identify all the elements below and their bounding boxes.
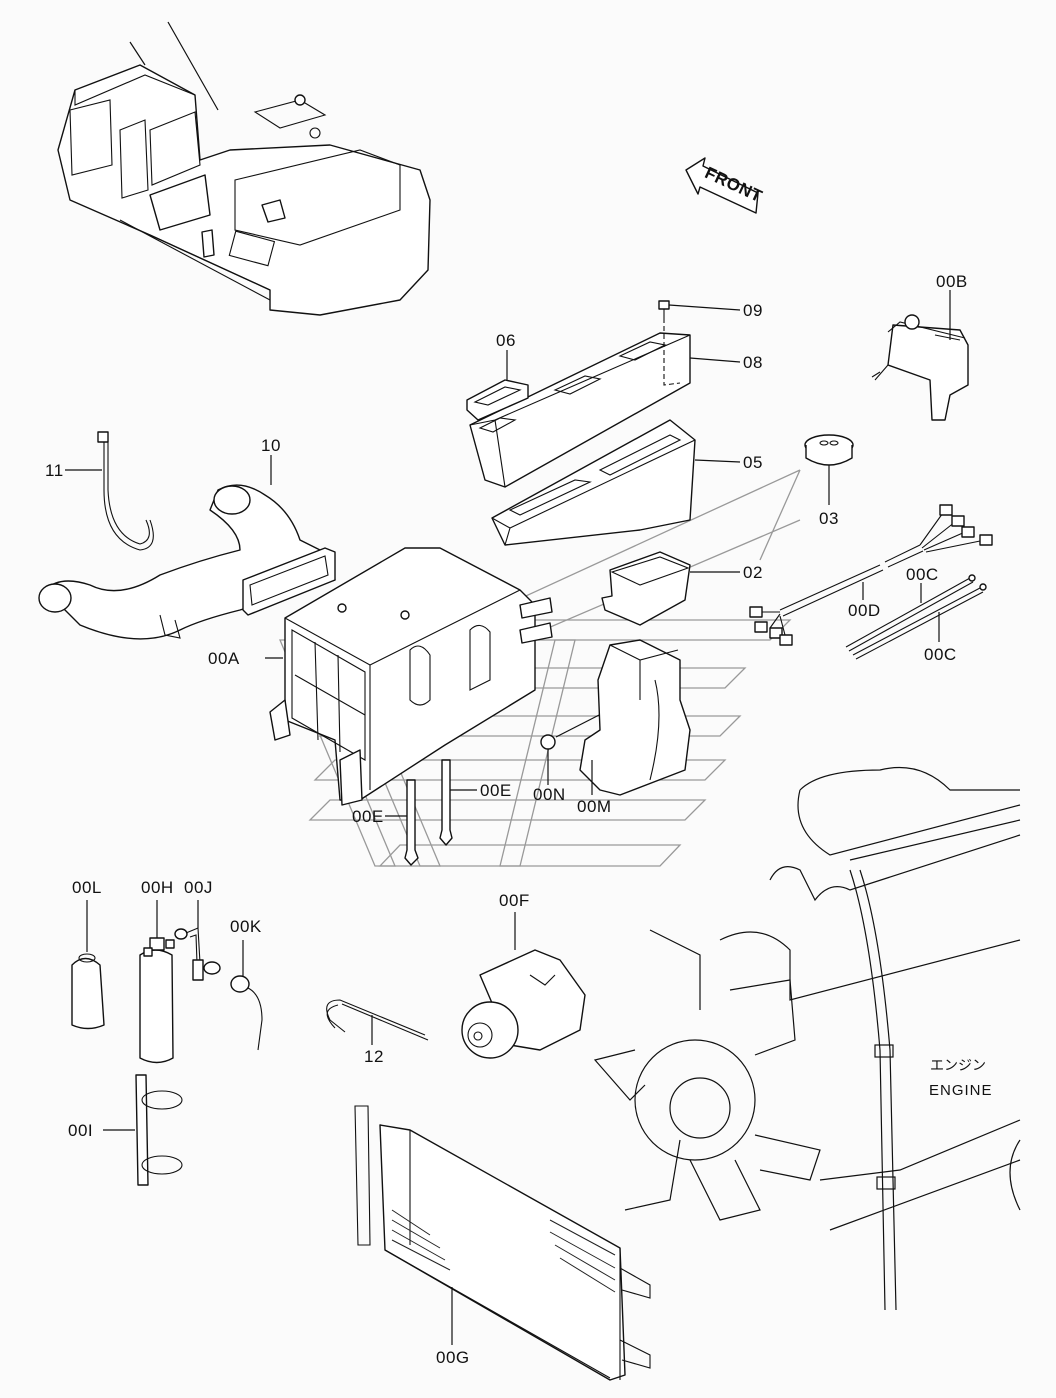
part-00A-ac-unit: 00A xyxy=(208,547,553,806)
part-02-duct-box: 02 xyxy=(601,551,763,626)
part-12-cable-tie: 12 xyxy=(326,999,429,1066)
part-06-upper-cover: 08 xyxy=(469,318,763,488)
label-00N: 00N xyxy=(533,785,566,804)
label-12: 12 xyxy=(364,1047,384,1066)
part-00K-pressure-switch: 00K xyxy=(230,917,263,1051)
label-00A: 00A xyxy=(208,649,240,668)
engine-label-jp: エンジン xyxy=(930,1058,986,1074)
part-00N-nut: 00N xyxy=(533,711,606,804)
part-00L-refrigerant-can: 00L xyxy=(71,878,105,1030)
label-00C-1: 00C xyxy=(906,565,939,584)
part-05-lower-cover: 05 xyxy=(491,419,763,546)
part-00I-bracket: 00I xyxy=(68,1074,183,1186)
label-09: 09 xyxy=(743,301,763,320)
part-10-duct-hose: 10 xyxy=(38,436,336,640)
label-10: 10 xyxy=(261,436,281,455)
part-08-louver: 06 xyxy=(466,331,529,421)
part-00E-drain-hoses: 00E 00E xyxy=(352,759,512,866)
label-00E-2: 00E xyxy=(352,807,384,826)
part-00D-wire-harness: 00D xyxy=(749,504,993,646)
part-00J-pipe-fitting: 00J xyxy=(174,878,221,981)
part-11-cable-tie: 11 xyxy=(45,431,154,551)
part-00F-compressor: 00F xyxy=(461,891,586,1059)
label-05: 05 xyxy=(743,453,763,472)
part-00C-wires: 00C 00C xyxy=(845,565,987,664)
label-00M: 00M xyxy=(577,797,612,816)
part-09-screw: 09 xyxy=(658,300,763,320)
label-00C-2: 00C xyxy=(924,645,957,664)
label-00J: 00J xyxy=(184,878,213,897)
label-06: 08 xyxy=(743,353,763,372)
label-00F: 00F xyxy=(499,891,530,910)
label-08: 06 xyxy=(496,331,516,350)
label-00L: 00L xyxy=(72,878,102,897)
part-00M-duct: 00M xyxy=(577,639,691,816)
label-00G: 00G xyxy=(436,1348,470,1367)
excavator-overview xyxy=(57,21,431,316)
label-11: 11 xyxy=(45,461,64,480)
part-00B-control-panel: 00B xyxy=(871,272,969,421)
label-00I: 00I xyxy=(68,1121,93,1140)
label-00D: 00D xyxy=(848,601,881,620)
label-00H: 00H xyxy=(141,878,174,897)
front-arrow-icon: FRONT xyxy=(685,157,765,214)
engine-outline: エンジン ENGINE xyxy=(593,766,1021,1311)
engine-label-en: ENGINE xyxy=(929,1082,993,1099)
label-02: 02 xyxy=(743,563,763,582)
label-00K: 00K xyxy=(230,917,262,936)
label-00E-1: 00E xyxy=(480,781,512,800)
part-00H-receiver-dryer: 00H xyxy=(139,878,175,1064)
part-03-grommet: 03 xyxy=(804,434,854,528)
label-03: 03 xyxy=(819,509,839,528)
label-00B: 00B xyxy=(936,272,968,291)
part-00G-condenser: 00G xyxy=(354,1105,651,1381)
